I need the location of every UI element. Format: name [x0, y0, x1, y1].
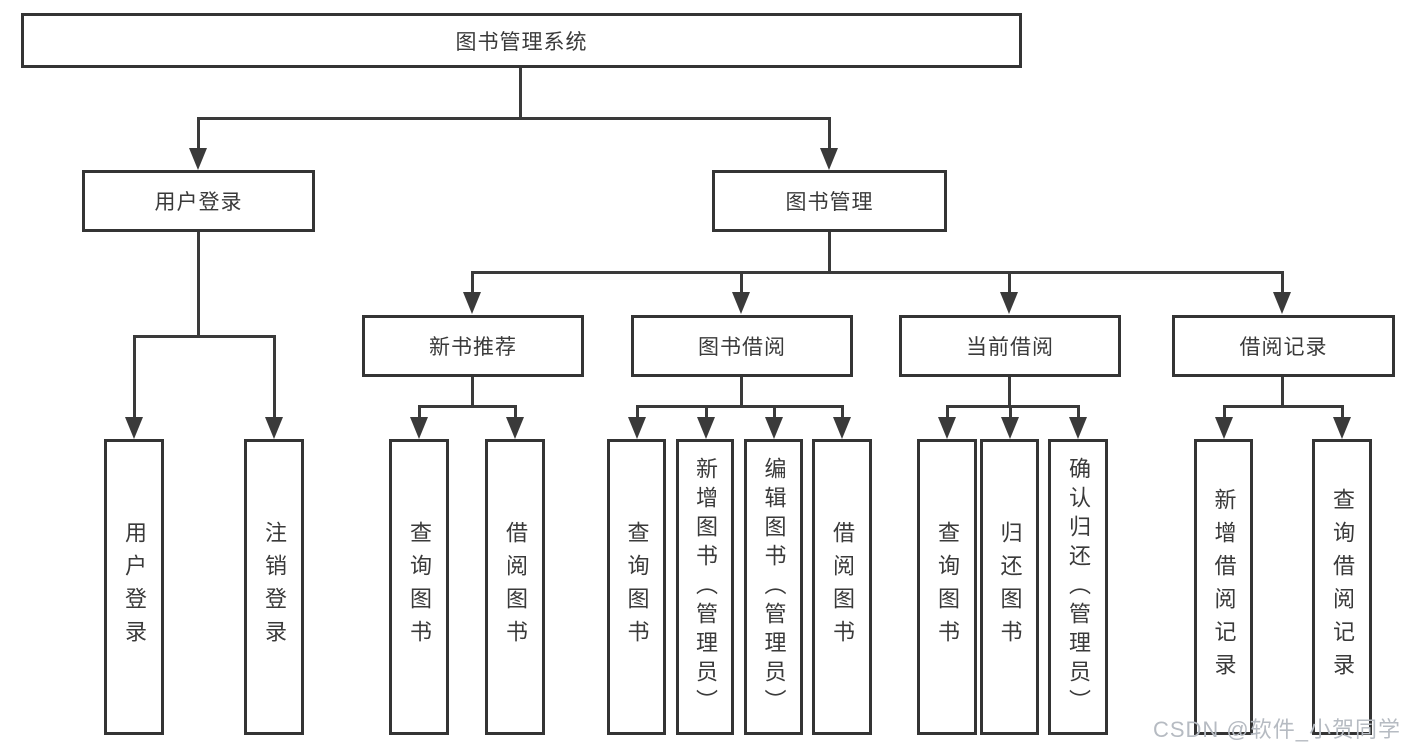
connector-line — [1281, 271, 1284, 293]
arrow-down-icon — [938, 417, 956, 439]
arrow-down-icon — [628, 417, 646, 439]
connector-line — [197, 117, 831, 120]
arrow-down-icon — [463, 292, 481, 314]
arrow-down-icon — [506, 417, 524, 439]
leaf-label: 查询图书 — [624, 521, 650, 653]
connector-line — [828, 232, 831, 271]
leaf-label: 归还图书 — [997, 521, 1023, 653]
connector-line — [133, 335, 276, 338]
connector-line — [946, 405, 949, 418]
arrow-down-icon — [697, 417, 715, 439]
node-label: 新书推荐 — [429, 336, 517, 359]
node-user-login: 用户登录 — [82, 170, 315, 232]
arrow-down-icon — [732, 292, 750, 314]
leaf-query-borrow-record: 查询借阅记录 — [1312, 439, 1372, 735]
connector-line — [133, 335, 136, 417]
node-borrowing-records: 借阅记录 — [1172, 315, 1395, 377]
connector-line — [1281, 377, 1284, 405]
leaf-label: 编辑图书（管理员） — [761, 456, 787, 718]
connector-line — [636, 405, 844, 408]
connector-line — [1223, 405, 1226, 418]
connector-line — [828, 117, 831, 150]
leaf-query-books-recommend: 查询图书 — [389, 439, 449, 735]
connector-line — [471, 377, 474, 405]
leaf-label: 新增图书（管理员） — [693, 456, 718, 718]
connector-line — [740, 271, 743, 293]
arrow-down-icon — [1215, 417, 1233, 439]
connector-line — [471, 271, 474, 293]
node-label: 图书借阅 — [698, 336, 786, 359]
leaf-borrow-books-recommend: 借阅图书 — [485, 439, 545, 735]
arrow-down-icon — [833, 417, 851, 439]
leaf-logout: 注销登录 — [244, 439, 304, 735]
connector-line — [514, 405, 517, 418]
leaf-return-book: 归还图书 — [980, 439, 1039, 735]
arrow-down-icon — [265, 417, 283, 439]
connector-line — [705, 405, 708, 418]
connector-line — [773, 405, 776, 418]
leaf-confirm-return-admin: 确认归还（管理员） — [1048, 439, 1108, 735]
connector-line — [1009, 405, 1012, 418]
leaf-label: 新增借阅记录 — [1211, 488, 1237, 686]
connector-line — [273, 335, 276, 417]
leaf-label: 查询图书 — [407, 521, 432, 653]
connector-line — [1077, 405, 1080, 418]
node-label: 用户登录 — [154, 191, 243, 214]
node-book-borrowing: 图书借阅 — [631, 315, 853, 377]
arrow-down-icon — [820, 148, 838, 170]
node-new-book-recommendation: 新书推荐 — [362, 315, 584, 377]
arrow-down-icon — [765, 417, 783, 439]
connector-line — [418, 405, 517, 408]
connector-line — [1008, 377, 1011, 405]
connector-line — [418, 405, 421, 418]
connector-line — [197, 117, 200, 150]
leaf-add-book-admin: 新增图书（管理员） — [676, 439, 734, 735]
arrow-down-icon — [1001, 417, 1019, 439]
leaf-borrow-books-borrowing: 借阅图书 — [812, 439, 872, 735]
connector-line — [471, 271, 1284, 274]
leaf-query-books-current: 查询图书 — [917, 439, 977, 735]
node-label: 图书管理 — [785, 191, 874, 214]
arrow-down-icon — [1333, 417, 1351, 439]
connector-line — [197, 232, 200, 335]
leaf-user-login: 用户登录 — [104, 439, 164, 735]
arrow-down-icon — [1273, 292, 1291, 314]
leaf-label: 用户登录 — [122, 521, 147, 653]
arrow-down-icon — [189, 148, 207, 170]
leaf-label: 借阅图书 — [503, 521, 528, 653]
connector-line — [1008, 271, 1011, 293]
leaf-label: 借阅图书 — [830, 521, 855, 653]
connector-line — [1341, 405, 1344, 418]
arrow-down-icon — [1069, 417, 1087, 439]
node-current-borrowing: 当前借阅 — [899, 315, 1121, 377]
arrow-down-icon — [410, 417, 428, 439]
connector-line — [946, 405, 1080, 408]
node-label: 当前借阅 — [966, 336, 1054, 359]
node-label: 借阅记录 — [1239, 336, 1328, 359]
connector-line — [636, 405, 639, 418]
connector-line — [740, 377, 743, 405]
node-label: 图书管理系统 — [455, 30, 588, 54]
leaf-add-borrow-record: 新增借阅记录 — [1194, 439, 1253, 735]
connector-line — [519, 68, 522, 118]
csdn-watermark: CSDN @软件_小贺同学 — [1152, 717, 1401, 742]
leaf-label: 查询借阅记录 — [1330, 488, 1355, 686]
leaf-label: 查询图书 — [935, 521, 960, 653]
leaf-query-books-borrowing: 查询图书 — [607, 439, 666, 735]
arrow-down-icon — [1000, 292, 1018, 314]
connector-line — [841, 405, 844, 418]
node-book-management: 图书管理 — [712, 170, 947, 232]
leaf-label: 确认归还（管理员） — [1066, 456, 1091, 718]
leaf-edit-book-admin: 编辑图书（管理员） — [744, 439, 803, 735]
node-library-management-system: 图书管理系统 — [21, 13, 1022, 68]
leaf-label: 注销登录 — [262, 521, 287, 653]
arrow-down-icon — [125, 417, 143, 439]
connector-line — [1223, 405, 1344, 408]
